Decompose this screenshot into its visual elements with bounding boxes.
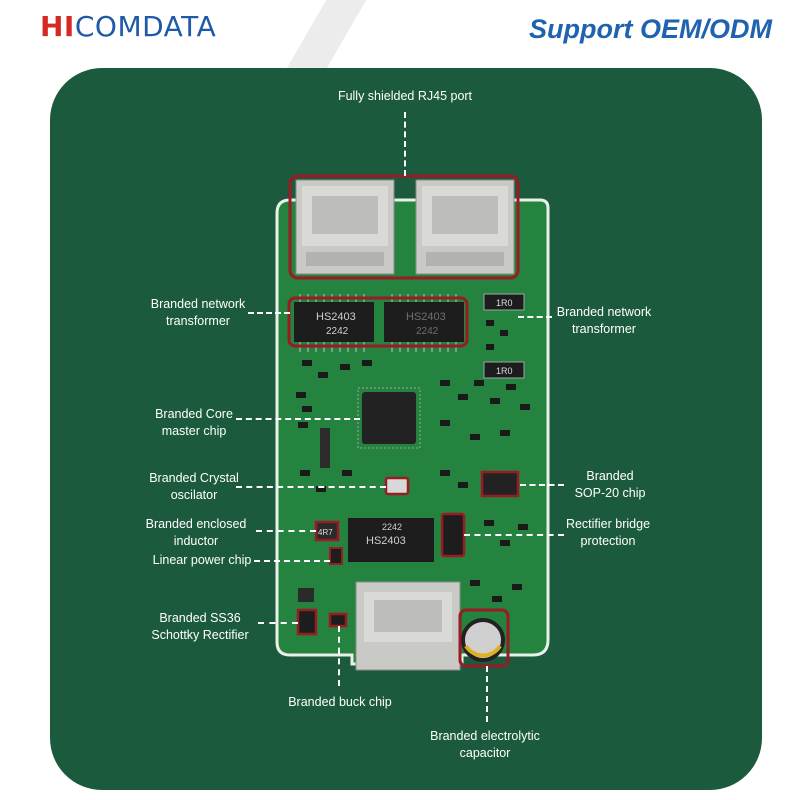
leader-capacitor <box>486 666 488 722</box>
label-inductor: Branded enclosed inductor <box>145 517 247 548</box>
leader-crystal <box>236 486 386 488</box>
electrolytic-capacitor <box>461 618 505 662</box>
label-rectifier: Rectifier bridge protection <box>565 517 651 548</box>
label-capacitor: Branded electrolytic capacitor <box>430 729 540 760</box>
enclosed-inductor <box>314 520 340 542</box>
hs-bottom-num: 2242 <box>382 522 402 532</box>
sop20-chip <box>480 470 520 498</box>
rj45-highlight <box>288 174 520 280</box>
header: HICOMDATA Support OEM/ODM <box>0 0 800 90</box>
small-inductor <box>298 588 314 602</box>
label-net-left: Branded network transformer <box>150 297 246 328</box>
leader-rectifier <box>464 534 564 536</box>
hs-left-mark: HS2403 <box>316 311 356 323</box>
inductor-mark: 4R7 <box>318 528 333 537</box>
rectifier-bridge <box>440 512 466 558</box>
leader-buck <box>338 626 340 686</box>
transformer-highlight <box>287 296 469 348</box>
tagline: Support OEM/ODM <box>529 14 772 44</box>
transformer-left <box>294 302 374 342</box>
smd-components <box>296 320 530 602</box>
label-crystal: Branded Crystal oscilator <box>149 471 239 502</box>
logo-hi: HI <box>40 10 75 43</box>
label-sop20: Branded SOP-20 chip <box>574 469 646 500</box>
resistor-bottom <box>483 361 525 379</box>
logo-rest: COMDATA <box>74 10 217 43</box>
linear-power-chip <box>329 547 343 565</box>
label-core: Branded Core master chip <box>155 407 233 438</box>
leader-sop20 <box>520 484 564 486</box>
transformer-right <box>384 302 464 342</box>
hs-right-num: 2242 <box>416 326 439 337</box>
label-buck: Branded buck chip <box>288 695 392 709</box>
leader-ss36 <box>258 622 298 624</box>
leader-rj45 <box>404 112 406 176</box>
leader-net-left <box>248 312 290 314</box>
leader-net-right <box>518 316 552 318</box>
label-linear: Linear power chip <box>152 553 252 567</box>
hs-right-mark: HS2403 <box>406 311 446 323</box>
core-chip <box>362 392 416 444</box>
hs-left-num: 2242 <box>326 326 349 337</box>
capacitor-band <box>464 644 502 658</box>
buck-chip <box>328 612 348 628</box>
hs-bottom-chip <box>348 518 434 562</box>
resistor-top-mark: 1R0 <box>496 298 513 308</box>
rj45-jack-left <box>295 179 395 275</box>
hs-bottom-mark: HS2403 <box>366 535 406 547</box>
label-rj45: Fully shielded RJ45 port <box>337 89 473 103</box>
rj45-jack-right <box>415 179 515 275</box>
resistor-top <box>483 293 525 311</box>
label-ss36: Branded SS36 Schottky Rectifier <box>151 611 249 642</box>
crystal-oscillator <box>384 476 410 496</box>
capacitor-highlight <box>458 608 510 668</box>
leader-core <box>236 418 360 420</box>
leader-inductor <box>256 530 316 532</box>
leader-linear <box>254 560 330 562</box>
header-pins <box>320 428 330 468</box>
resistor-bottom-mark: 1R0 <box>496 366 513 376</box>
rj45-jack-bottom <box>355 581 461 671</box>
ss36-rectifier <box>296 608 318 636</box>
brand-logo: HICOMDATA <box>40 10 216 44</box>
label-net-right: Branded network transformer <box>556 305 652 336</box>
